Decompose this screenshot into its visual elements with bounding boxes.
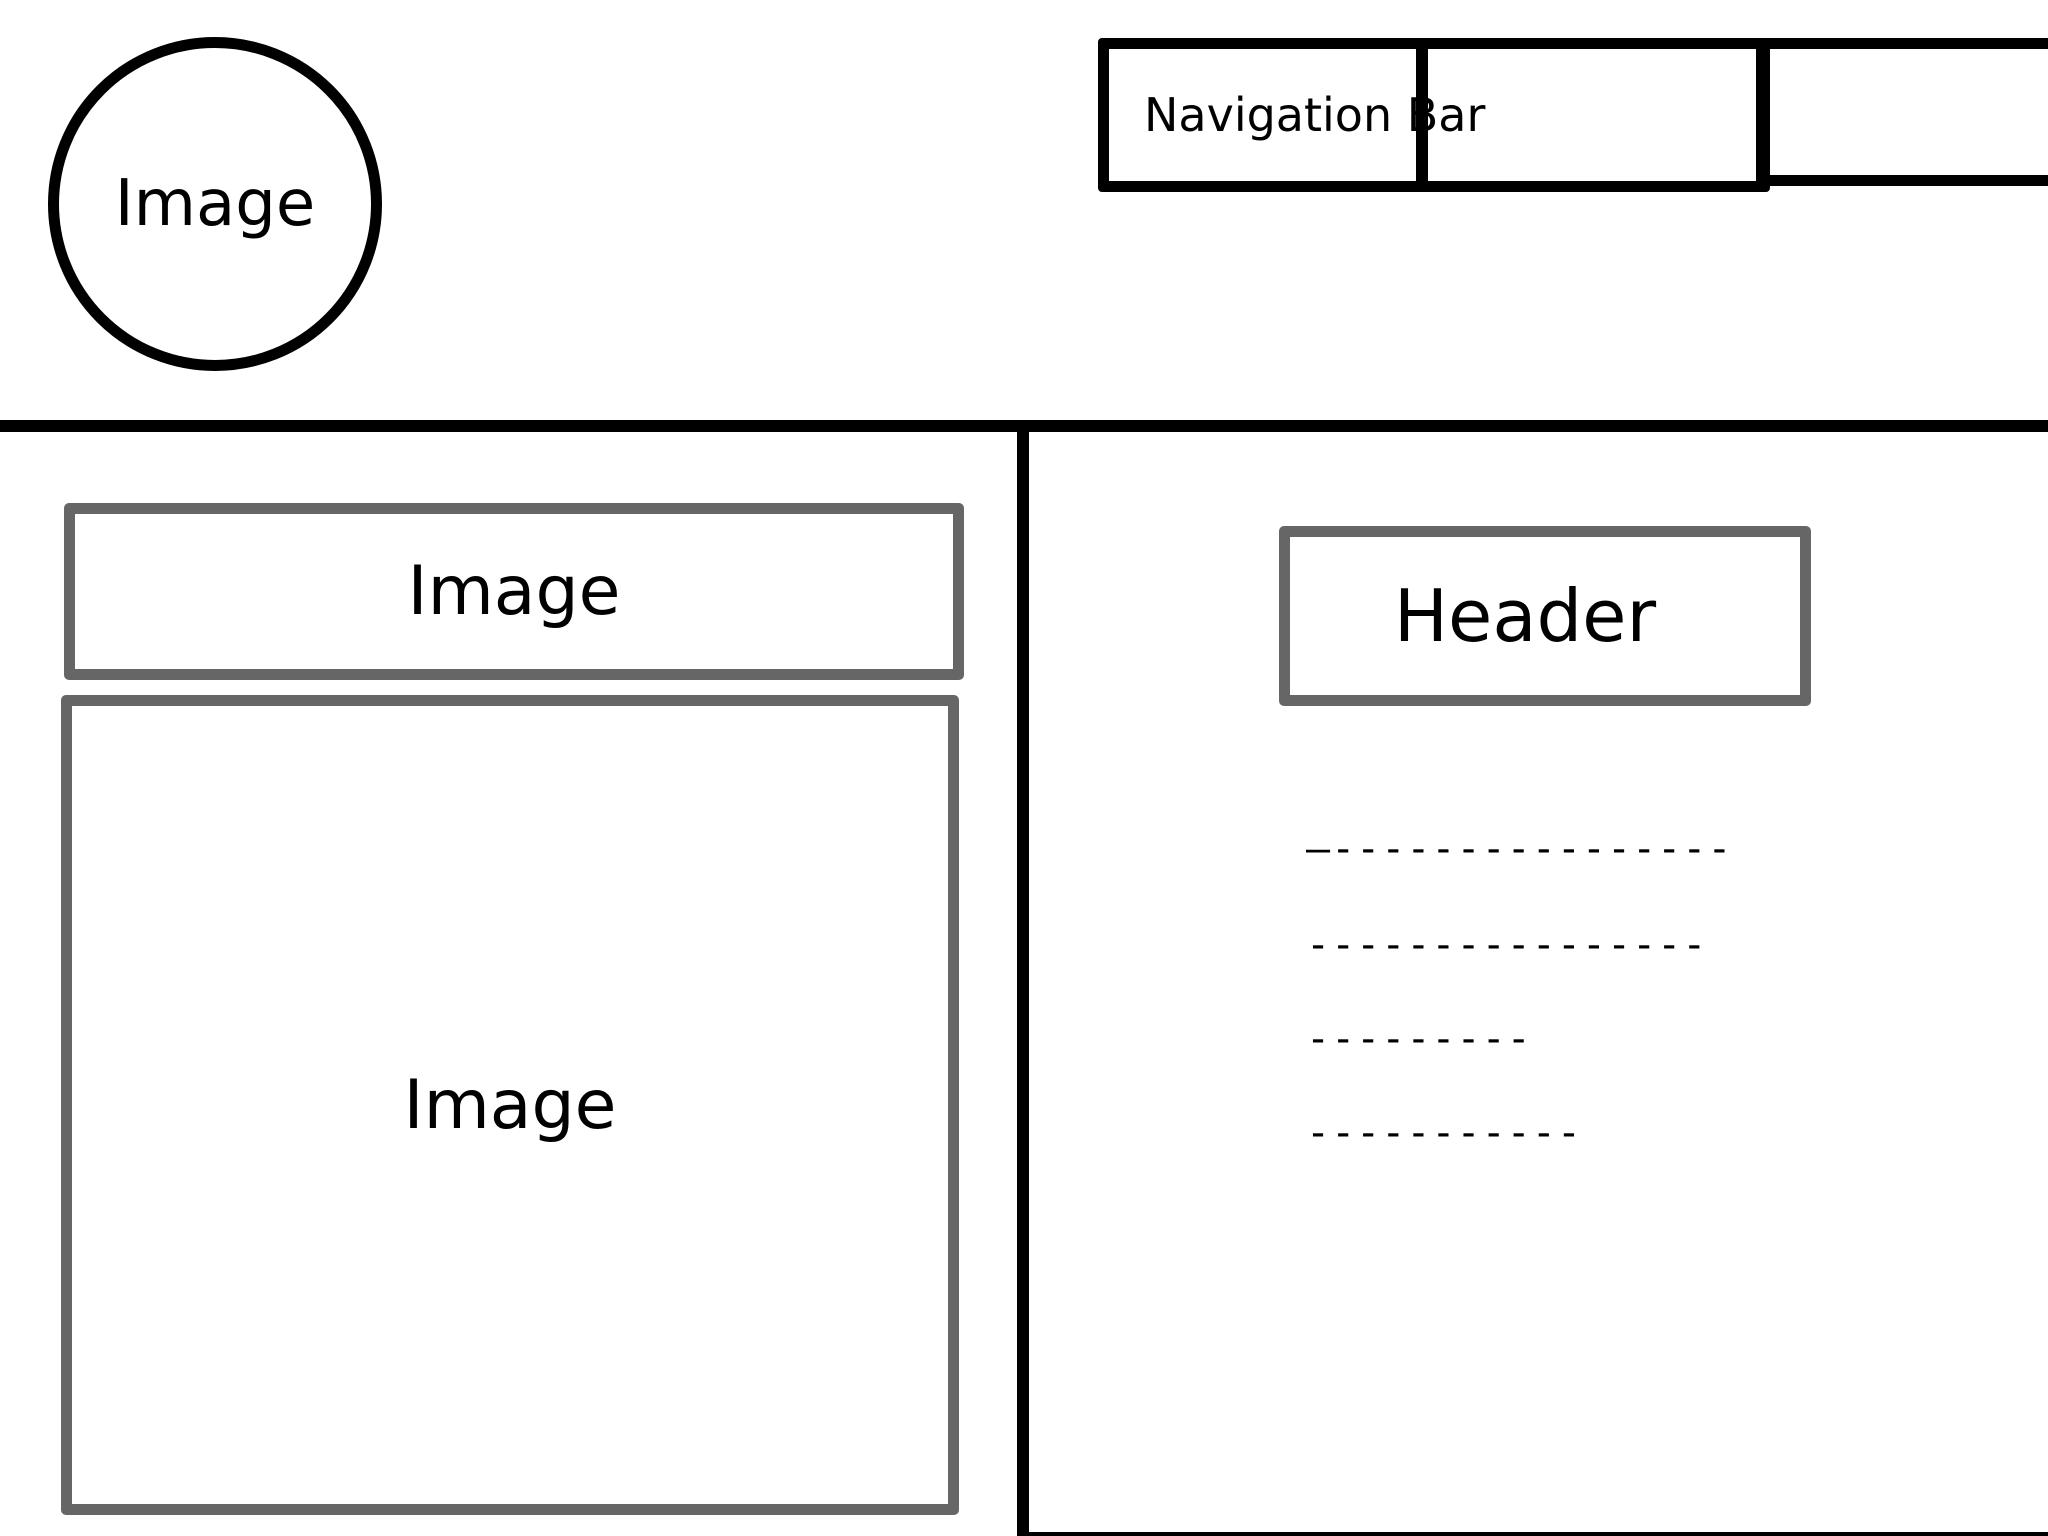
banner-image-placeholder: Image — [64, 503, 964, 680]
navigation-bar-label: Navigation Bar — [1144, 88, 1486, 142]
header-divider — [0, 420, 2048, 432]
main-image-placeholder: Image — [61, 695, 959, 1515]
logo-image-placeholder: Image — [48, 37, 382, 371]
text-line-placeholder: --------- — [1306, 1016, 1532, 1062]
content-bottom-border — [1024, 1532, 2048, 1536]
column-divider — [1017, 430, 1029, 1536]
header-label: Header — [1393, 574, 1657, 658]
logo-image-label: Image — [114, 167, 316, 241]
text-line-placeholder: ---------------- — [1306, 922, 1708, 968]
banner-image-label: Image — [407, 552, 621, 631]
main-image-label: Image — [403, 1065, 617, 1145]
text-line-placeholder: ----------- — [1306, 1110, 1582, 1156]
nav-item-3[interactable] — [1756, 38, 2048, 186]
text-line-placeholder: —---------------- — [1306, 826, 1733, 872]
header-box: Header — [1279, 526, 1811, 706]
